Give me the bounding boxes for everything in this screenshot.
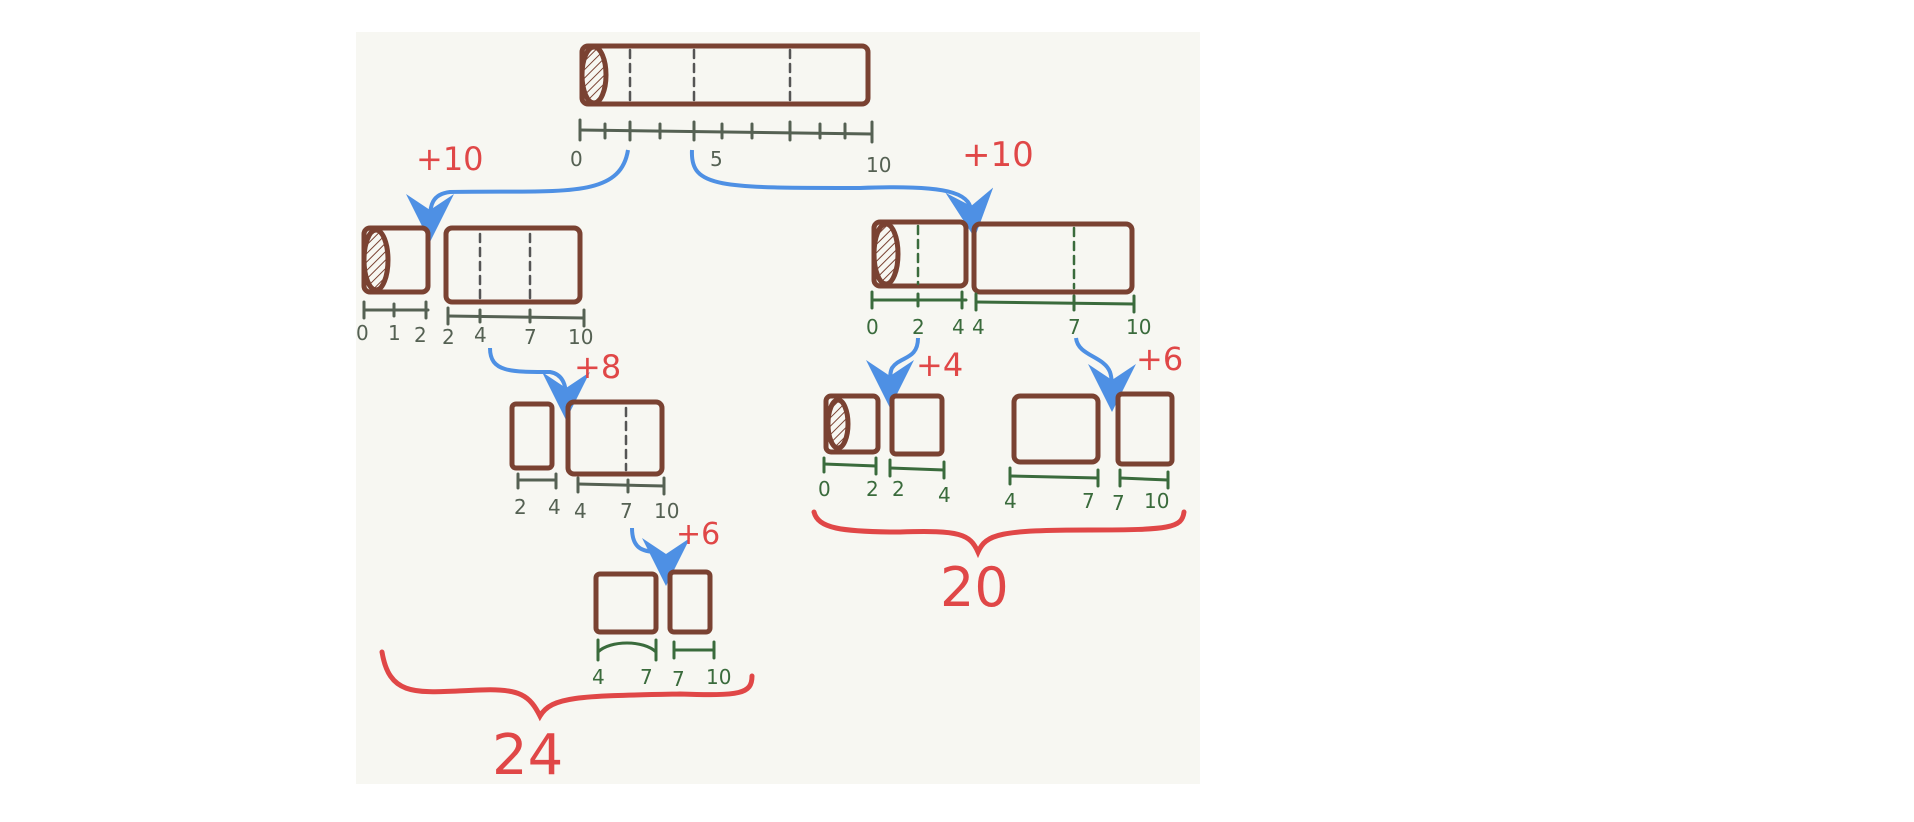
right-a-tick-4: 4 [938, 483, 951, 507]
cost-left-second: +8 [574, 348, 621, 386]
left-l1-tick-7: 7 [524, 325, 537, 349]
right-log-level1 [871, 219, 1135, 295]
left-l1-tick-0: 0 [356, 321, 369, 345]
right-a-tick-2b: 2 [892, 477, 905, 501]
left-l3-tick-4: 4 [592, 665, 605, 689]
right-a-tick-2a: 2 [866, 477, 879, 501]
cost-right-first: +10 [962, 135, 1034, 175]
right-l1-tick-2: 2 [912, 315, 925, 339]
top-log [579, 43, 871, 107]
right-l1-tick-7: 7 [1068, 315, 1081, 339]
arrow-left-level2-to-level3 [630, 527, 690, 586]
right-b-tick-4: 4 [1004, 489, 1017, 513]
cost-left-third: +6 [676, 517, 720, 552]
cost-right-b: +6 [1136, 340, 1183, 378]
left-l1-tick-2a: 2 [414, 323, 427, 347]
arrow-top-to-right [689, 149, 994, 238]
right-l1-tick-4b: 4 [972, 315, 985, 339]
arrow-right-to-a [866, 337, 920, 408]
left-ruler-level1 [362, 300, 586, 328]
right-b-tick-7a: 7 [1082, 489, 1095, 513]
left-l3-tick-10: 10 [706, 665, 731, 689]
left-l2-tick-10: 10 [654, 499, 679, 523]
top-tick-label-0: 0 [570, 147, 583, 171]
cost-left-first: +10 [416, 140, 484, 178]
top-tick-label-5: 5 [710, 147, 723, 171]
top-tick-label-10: 10 [866, 153, 891, 177]
brace-right-total [811, 509, 1187, 559]
left-l2-tick-7: 7 [620, 499, 633, 523]
left-l1-tick-4: 4 [474, 323, 487, 347]
right-rulers-level2 [822, 456, 1170, 490]
right-a-tick-0: 0 [818, 477, 831, 501]
right-b-tick-7b: 7 [1112, 491, 1125, 515]
total-left: 24 [492, 723, 563, 788]
total-right: 20 [940, 556, 1009, 619]
brace-left-total [379, 649, 755, 722]
top-ruler [578, 118, 874, 144]
arrow-right-to-b [1074, 337, 1136, 412]
left-log-level3 [593, 569, 713, 635]
right-l1-tick-0: 0 [866, 315, 879, 339]
left-log-level1 [361, 225, 583, 305]
right-l1-tick-4a: 4 [952, 315, 965, 339]
left-ruler-level3 [596, 638, 716, 662]
left-log-level2 [509, 399, 665, 477]
left-l2-tick-4b: 4 [574, 499, 587, 523]
right-b-tick-10: 10 [1144, 489, 1169, 513]
left-ruler-level2 [516, 472, 666, 496]
right-logs-level2 [823, 391, 1175, 467]
right-l1-tick-10: 10 [1126, 315, 1151, 339]
cost-right-a: +4 [916, 346, 963, 384]
left-l3-tick-7a: 7 [640, 665, 653, 689]
left-l2-tick-4a: 4 [548, 495, 561, 519]
paper-background [356, 32, 1200, 784]
right-ruler-level1 [870, 290, 1136, 314]
arrow-top-to-left [406, 149, 630, 242]
left-l1-tick-2b: 2 [442, 325, 455, 349]
left-l1-tick-1: 1 [388, 321, 401, 345]
left-l1-tick-10: 10 [568, 325, 593, 349]
left-l2-tick-2: 2 [514, 495, 527, 519]
left-l3-tick-7b: 7 [672, 667, 685, 691]
arrow-left-level1-to-level2 [488, 347, 590, 420]
